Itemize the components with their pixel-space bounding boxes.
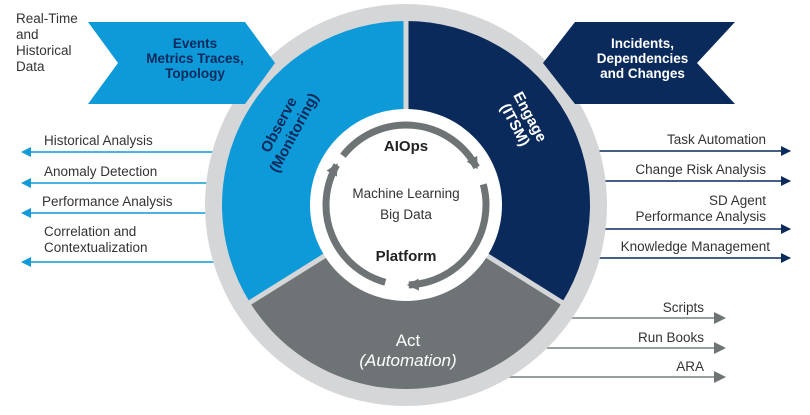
engage-chevron-text: Incidents, Dependencies and Changes [575,36,710,81]
act-output-2: ARA [676,359,704,374]
engage-output-2: SD Agent Performance Analysis [635,193,766,225]
chevron-line: Events [172,36,218,51]
output-line: Contextualization [44,240,148,255]
core-circle [310,109,502,301]
act-output-1: Run Books [637,330,704,345]
source-line: Real-Time [16,11,78,26]
engage-output-3: Knowledge Management [620,239,770,254]
observe-output-0: Historical Analysis [44,133,153,148]
act-output-0: Scripts [662,300,704,315]
core-bottom: Platform [375,248,437,265]
cycle-arrow-top [340,121,480,170]
engage-input-chevron [543,22,735,104]
act-subtitle: (Automation) [359,351,456,370]
act-title: Act [396,331,421,350]
core-middle: Machine Learning Big Data [306,183,506,225]
engage-output-0: Task Automation [666,132,766,147]
core-title: AIOps [383,138,429,155]
core-middle-line: Machine Learning [352,186,460,201]
output-line: Performance Analysis [635,209,766,224]
source-line: and [16,27,39,42]
cycle-arrow-left [322,163,387,286]
output-line: SD Agent [708,193,766,208]
chevron-line: and Changes [600,66,685,81]
observe-chevron-text: Events Metrics Traces, Topology [120,36,270,81]
source-line: Historical [16,43,72,58]
cycle-arrow-right [406,183,490,291]
chevron-line: Metrics Traces, [146,51,244,66]
chevron-line: Incidents, [610,36,674,51]
observe-output-3: Correlation and Contextualization [44,224,148,256]
observe-input-chevron [88,22,275,104]
core-middle-line: Big Data [380,207,432,222]
engage-output-arrows [570,146,791,263]
observe-output-2: Performance Analysis [42,194,173,209]
output-line: Correlation and [44,224,137,239]
source-line: Data [16,59,45,74]
cycle-arrows [322,121,490,291]
observe-output-1: Anomaly Detection [44,164,158,179]
chevron-line: Dependencies [596,51,689,66]
engage-output-1: Change Risk Analysis [635,162,766,177]
source-label: Real-Time and Historical Data [16,11,78,75]
chevron-line: Topology [165,66,225,81]
